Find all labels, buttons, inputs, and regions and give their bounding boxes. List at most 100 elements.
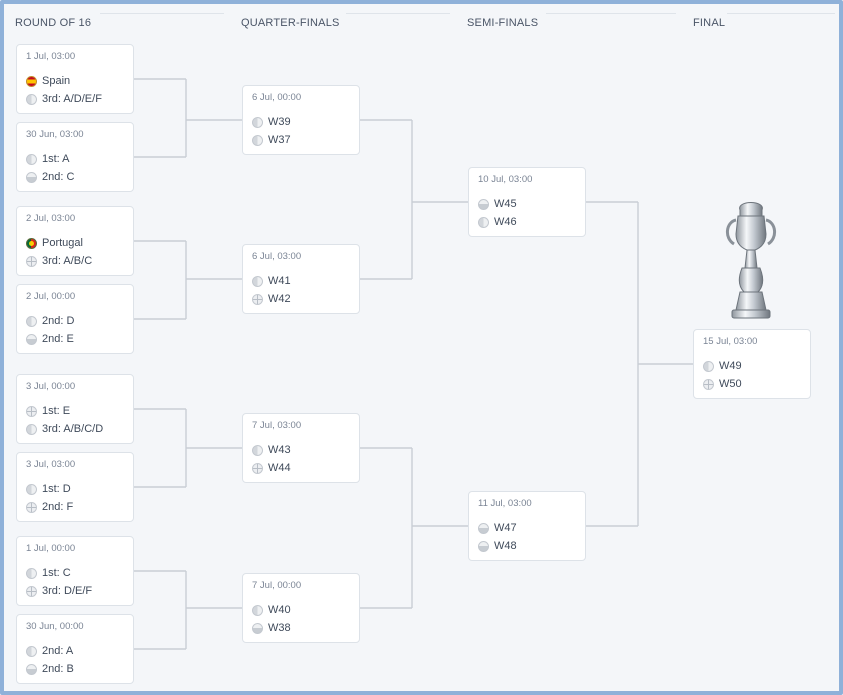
team-row: 3rd: A/B/C/D [26, 422, 103, 436]
half-shield-icon [26, 423, 37, 435]
match-date: 15 Jul, 03:00 [703, 336, 758, 347]
round-divider [346, 13, 450, 14]
cross-shield-icon [252, 462, 263, 474]
team-row: 2nd: C [26, 170, 74, 184]
match-date: 6 Jul, 03:00 [252, 251, 302, 262]
team-name: W44 [268, 462, 291, 474]
band-shield-icon [252, 622, 263, 634]
cross-shield-icon [26, 255, 37, 267]
trophy-icon [726, 202, 776, 319]
team-name: 1st: A [42, 153, 70, 165]
team-row: Portugal [26, 236, 83, 250]
team-row: W47 [478, 521, 517, 535]
match-card-r16-6[interactable]: 3 Jul, 03:00 1st: D 2nd: F [16, 452, 134, 522]
half-shield-icon [252, 275, 263, 287]
match-card-r16-2[interactable]: 30 Jun, 03:00 1st: A 2nd: C [16, 122, 134, 192]
team-name: 2nd: C [42, 171, 75, 183]
team-row: 3rd: A/D/E/F [26, 92, 102, 106]
team-row: W49 [703, 359, 742, 373]
round-divider [546, 13, 676, 14]
half-shield-icon [26, 483, 37, 495]
team-row: 1st: E [26, 404, 70, 418]
team-row: W46 [478, 215, 517, 229]
team-row: 2nd: D [26, 314, 74, 328]
match-date: 30 Jun, 03:00 [26, 129, 84, 140]
team-row: 1st: A [26, 152, 70, 166]
team-row: W48 [478, 539, 517, 553]
team-row: Spain [26, 74, 70, 88]
match-date: 3 Jul, 03:00 [26, 459, 76, 470]
match-date: 11 Jul, 03:00 [478, 498, 532, 509]
half-shield-icon [252, 134, 263, 146]
half-shield-icon [252, 116, 263, 128]
team-name: 3rd: A/B/C [42, 255, 93, 267]
team-row: 2nd: E [26, 332, 74, 346]
cross-shield-icon [703, 378, 714, 390]
band-shield-icon [478, 522, 489, 534]
team-name: 2nd: F [42, 501, 74, 513]
team-name: W42 [268, 293, 291, 305]
team-row: W44 [252, 461, 291, 475]
round-title-sf: SEMI-FINALS [467, 17, 539, 29]
team-name: W39 [268, 116, 291, 128]
match-date: 30 Jun, 00:00 [26, 621, 84, 632]
team-row: W42 [252, 292, 291, 306]
team-name: Spain [42, 75, 71, 87]
band-shield-icon [26, 663, 37, 675]
team-name: 3rd: A/B/C/D [42, 423, 104, 435]
match-date: 2 Jul, 03:00 [26, 213, 76, 224]
match-date: 6 Jul, 00:00 [252, 92, 302, 103]
match-card-r16-8[interactable]: 30 Jun, 00:00 2nd: A 2nd: B [16, 614, 134, 684]
team-name: 2nd: A [42, 645, 74, 657]
match-card-r16-4[interactable]: 2 Jul, 00:00 2nd: D 2nd: E [16, 284, 134, 354]
team-name: Portugal [42, 237, 83, 249]
team-row: W40 [252, 603, 291, 617]
team-name: W40 [268, 604, 291, 616]
band-shield-icon [478, 540, 489, 552]
team-row: W43 [252, 443, 291, 457]
cross-shield-icon [252, 293, 263, 305]
team-row: 2nd: A [26, 644, 73, 658]
round-divider [100, 13, 224, 14]
team-row: W50 [703, 377, 742, 391]
team-row: 3rd: D/E/F [26, 584, 92, 598]
team-name: W49 [719, 360, 742, 372]
team-name: W38 [268, 622, 291, 634]
round-title-r16: ROUND OF 16 [15, 17, 92, 29]
team-name: 2nd: B [42, 663, 74, 675]
half-shield-icon [26, 315, 37, 327]
team-name: W41 [268, 275, 291, 287]
band-shield-icon [26, 333, 37, 345]
team-name: 1st: E [42, 405, 71, 417]
team-row: 2nd: B [26, 662, 74, 676]
team-name: W47 [494, 522, 517, 534]
team-name: 1st: C [42, 567, 71, 579]
team-row: W45 [478, 197, 517, 211]
team-name: 2nd: D [42, 315, 75, 327]
half-shield-icon [26, 93, 37, 105]
band-shield-icon [26, 171, 37, 183]
team-row: 3rd: A/B/C [26, 254, 92, 268]
team-name: 1st: D [42, 483, 71, 495]
match-date: 2 Jul, 00:00 [26, 291, 76, 302]
team-name: W45 [494, 198, 517, 210]
team-row: W41 [252, 274, 291, 288]
team-row: 2nd: F [26, 500, 73, 514]
team-name: W48 [494, 540, 517, 552]
team-name: 2nd: E [42, 333, 74, 345]
half-shield-icon [26, 567, 37, 579]
round-title-final: FINAL [693, 17, 726, 29]
